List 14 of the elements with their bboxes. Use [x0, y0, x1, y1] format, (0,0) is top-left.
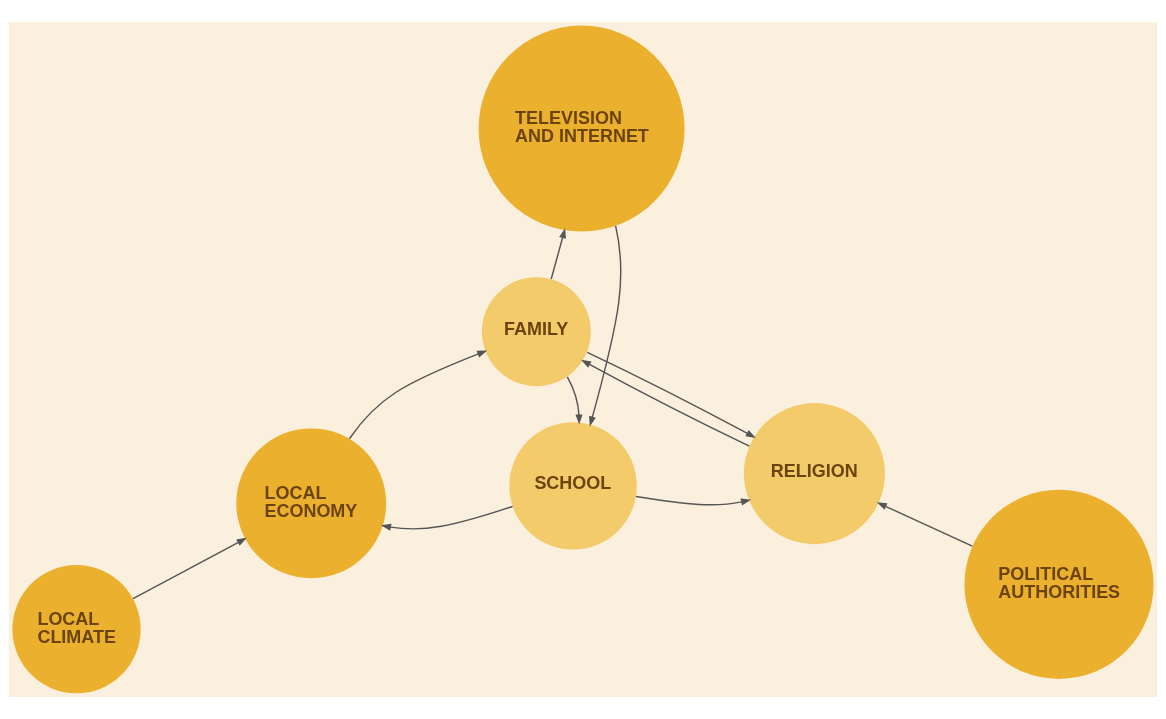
- arrow: [348, 350, 488, 440]
- node-circle: SCHOOL: [509, 422, 637, 550]
- arrow: [586, 351, 756, 438]
- arrow: [550, 228, 566, 280]
- arrow: [876, 502, 973, 547]
- arrow: [566, 376, 583, 425]
- arrow: [132, 537, 247, 600]
- node-circle: TELEVISION AND INTERNET: [478, 25, 685, 232]
- node-circle: POLITICAL AUTHORITIES: [964, 489, 1154, 679]
- arrow: [635, 495, 752, 506]
- arrow: [589, 225, 622, 427]
- arrow: [380, 505, 514, 531]
- arrow: [581, 359, 751, 447]
- node-circle: LOCAL CLIMATE: [12, 565, 141, 694]
